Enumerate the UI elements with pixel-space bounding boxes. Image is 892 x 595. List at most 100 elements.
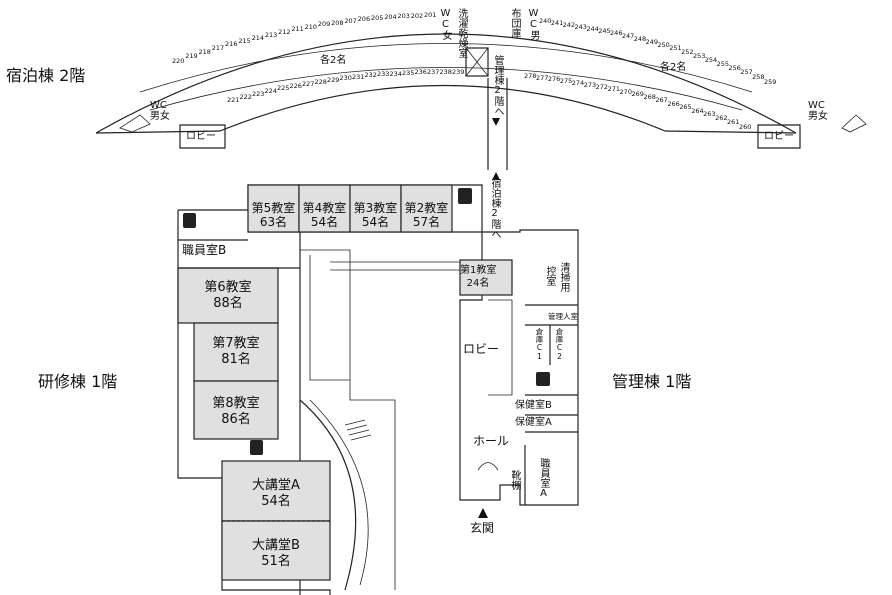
- entrance: 玄関: [470, 521, 495, 535]
- dorm-room-number: 273: [583, 80, 597, 89]
- dorm-room-number: 201: [424, 11, 437, 20]
- dorm-room-number: 220: [172, 56, 185, 65]
- dorm-room-number: 252: [681, 48, 694, 56]
- dorm-room-number: 204: [384, 12, 397, 21]
- dorm-room-number: 235: [402, 68, 415, 77]
- dorm-room-number: 272: [595, 82, 609, 91]
- dorm-room-number: 227: [302, 79, 315, 88]
- dorm-room-number: 231: [352, 72, 365, 81]
- lobby-right-shape: [757, 124, 801, 149]
- dorm-room-number: 221: [227, 95, 240, 104]
- dorm-room-number: 247: [621, 32, 635, 41]
- dorm-room-number: 229: [327, 75, 340, 84]
- wc-both-right: WC男女: [808, 100, 828, 122]
- room-fill-classroom2: [400, 184, 453, 233]
- dorm-room-number: 202: [410, 11, 424, 20]
- dorm-room-number: 254: [704, 55, 718, 64]
- dorm-room-number: 217: [211, 44, 225, 53]
- dorm-room-number: 212: [278, 27, 291, 36]
- dorm-room-number: 232: [364, 71, 377, 80]
- room-fill-classroom6: [177, 267, 279, 324]
- dorm-room-number: 263: [703, 110, 716, 119]
- linen-room: 布団庫: [509, 8, 520, 38]
- dorm-capacity-left: 各2名: [320, 55, 347, 66]
- dorm-room-number: 256: [728, 63, 741, 72]
- dorm-room-number: 258: [752, 73, 765, 82]
- heading-dorm-2f: 宿泊棟 2階: [6, 66, 86, 85]
- dorm-room-number: 241: [550, 18, 564, 27]
- dorm-room-number: 215: [238, 36, 251, 45]
- dorm-room-number: 271: [607, 85, 621, 94]
- dorm-capacity-right: 各2名: [660, 62, 687, 73]
- stairs-icon: [344, 419, 372, 441]
- health-room-a: 保健室A: [515, 417, 552, 428]
- dorm-room-number: 206: [357, 15, 371, 24]
- dorm-room-number: 211: [291, 25, 304, 34]
- dorm-room-number: 259: [764, 77, 777, 86]
- dorm-room-number: 244: [586, 24, 599, 33]
- dorm-room-number: 243: [574, 22, 587, 31]
- dorm-room-number: 236: [414, 68, 427, 77]
- dorm-room-number: 205: [370, 14, 384, 23]
- dorm-room-number: 250: [657, 41, 670, 50]
- dorm-room-number: 274: [571, 78, 585, 87]
- cleaning-room: 清掃用: [558, 262, 569, 292]
- dorm-room-number: 219: [185, 52, 198, 61]
- dorm-room-number: 257: [740, 68, 753, 77]
- toilet-icon: [536, 372, 550, 386]
- waiting-room: 控室: [544, 266, 555, 286]
- dorm-outer-wall: [95, 33, 797, 134]
- dorm-inner-wall: [95, 84, 797, 134]
- room-fill-classroom4: [298, 184, 351, 233]
- admin-outline: [459, 229, 579, 506]
- dorm-room-number: 214: [251, 33, 264, 42]
- room-fill-classroom5: [247, 184, 300, 233]
- admin-lobby: ロビー: [463, 342, 500, 356]
- dorm-room-number: 242: [562, 20, 576, 29]
- shoe-rack: 靴棚: [509, 470, 520, 490]
- dorm-room-number: 266: [667, 99, 680, 108]
- north-arrow-icon: [492, 118, 500, 126]
- dorm-room-number: 223: [252, 89, 265, 98]
- dorm-room-number: 265: [679, 102, 692, 111]
- wc-both-left: WC男女: [150, 100, 170, 122]
- dorm-room-number: 268: [643, 93, 656, 102]
- dorm-room-number: 255: [716, 59, 730, 68]
- dorm-room-number: 216: [225, 40, 238, 49]
- to-dorm-2f: 宿泊棟2階へ: [489, 178, 500, 239]
- heading-admin-1f: 管理棟 1階: [612, 372, 692, 391]
- dorm-room-number: 276: [547, 75, 561, 84]
- health-room-b: 保健室B: [515, 400, 552, 411]
- dorm-room-number: 222: [239, 92, 252, 101]
- entrance-arrow-icon: [478, 508, 488, 518]
- dorm-room-number: 209: [317, 20, 331, 29]
- dorm-room-number: 249: [645, 37, 658, 46]
- dorm-room-number: 260: [739, 122, 752, 131]
- dorm-room-number: 248: [633, 34, 647, 43]
- dorm-room-number: 228: [314, 77, 327, 86]
- manager-room: 管理人室: [548, 312, 578, 321]
- heading-training-1f: 研修棟 1階: [38, 372, 118, 391]
- dorm-room-number: 277: [535, 73, 549, 82]
- storage-c1: 倉庫C1: [535, 328, 544, 361]
- dorm-room-number: 225: [277, 84, 290, 93]
- dorm-room-number: 240: [539, 17, 552, 26]
- dorm-room-number: 238: [439, 68, 452, 76]
- dorm-room-number: 270: [619, 87, 632, 96]
- dorm-room-number: 253: [692, 51, 706, 60]
- dorm-corridor: [487, 78, 508, 170]
- room-fill-hall-b: [221, 520, 331, 581]
- dorm-room-number: 224: [264, 86, 277, 95]
- hall: ホール: [473, 434, 510, 448]
- dorm-room-number: 245: [598, 26, 611, 35]
- lobby-left-shape: [179, 124, 226, 149]
- lobby-left: ロビー: [186, 131, 216, 142]
